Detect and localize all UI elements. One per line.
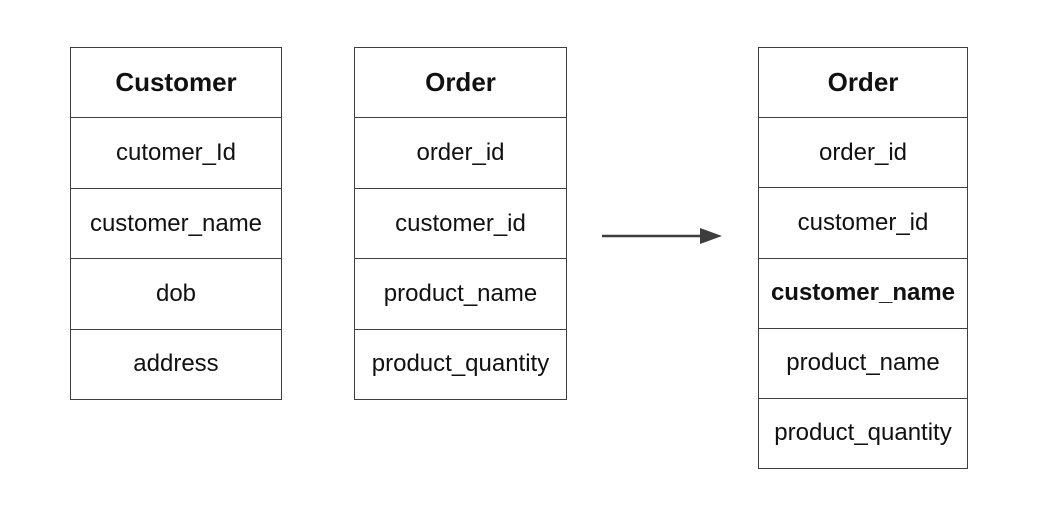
order-after-row-customer-id: customer_id <box>759 187 967 257</box>
order-before-row-customer-id: customer_id <box>355 187 566 258</box>
order-before-row-order-id: order_id <box>355 117 566 187</box>
order-before-table-title: Order <box>425 67 496 98</box>
customer-row-address: address <box>71 328 281 399</box>
arrow-head <box>700 228 722 244</box>
order-before-row-product-name: product_name <box>355 258 566 328</box>
customer-table: Customer cutomer_Id customer_name dob ad… <box>70 47 282 400</box>
order-before-row-product-quantity: product_quantity <box>355 328 566 399</box>
customer-table-title: Customer <box>115 67 237 98</box>
order-after-row-order-id: order_id <box>759 117 967 187</box>
order-after-table-title: Order <box>827 67 899 98</box>
customer-row-cutomer-id: cutomer_Id <box>71 117 281 187</box>
transform-arrow-icon <box>602 228 722 244</box>
customer-row-customer-name: customer_name <box>71 187 281 258</box>
order-table-before: Order order_id customer_id product_name … <box>354 47 567 400</box>
order-after-row-product-quantity: product_quantity <box>759 397 967 468</box>
order-table-after: Order order_id customer_id customer_name… <box>758 47 968 469</box>
order-after-row-product-name: product_name <box>759 327 967 398</box>
customer-row-dob: dob <box>71 258 281 328</box>
order-after-row-customer-name: customer_name <box>759 257 967 328</box>
